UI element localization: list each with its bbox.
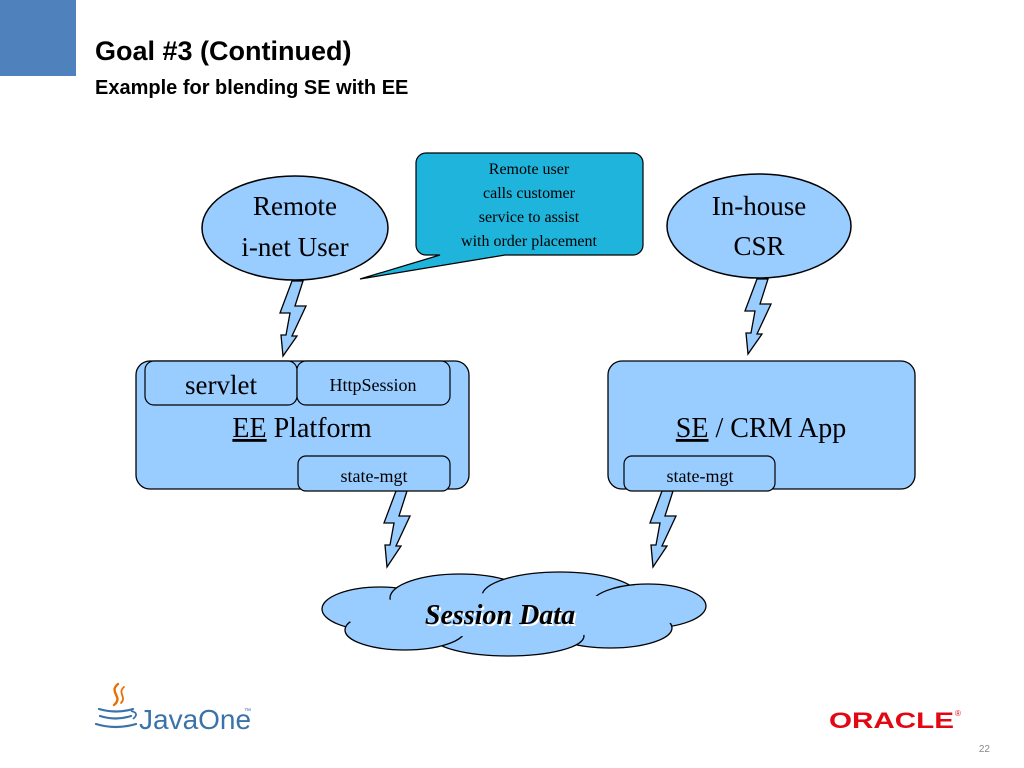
ee-state-mgt-label: state-mgt [341, 466, 408, 486]
se-crm-text: / CRM App [708, 413, 846, 444]
slide-title: Goal #3 (Continued) [95, 36, 352, 66]
session-data-shadow: Session Data [427, 602, 577, 633]
ee-acronym: EE [232, 413, 266, 444]
callout-bubble: Remote user calls customer service to as… [359, 152, 644, 280]
ee-platform-text: Platform [267, 413, 372, 444]
lightning-bolt-icon [383, 490, 412, 569]
se-crm-box: SE / CRM App state-mgt [607, 360, 916, 492]
callout-line4: with order placement [461, 233, 598, 250]
oracle-logo: ORACLE ® [829, 708, 961, 733]
slide-subtitle: Example for blending SE with EE [95, 77, 409, 99]
page-number: 22 [978, 744, 990, 755]
callout-line2: calls customer [483, 185, 576, 202]
remote-user-node: Remote i-net User [201, 175, 389, 281]
ee-state-mgt-box: state-mgt [297, 455, 451, 492]
lightning-bolt-icon [649, 490, 678, 569]
corner-accent [0, 0, 76, 76]
se-state-mgt-label: state-mgt [667, 466, 734, 486]
se-state-mgt-box: state-mgt [623, 455, 776, 492]
oracle-reg: ® [955, 709, 961, 718]
javaone-text: JavaOne [139, 704, 251, 735]
csr-line2: CSR [733, 231, 784, 261]
session-data-cloud: Session Data Session Data [321, 571, 707, 657]
lightning-bolt-icon [744, 278, 773, 356]
remote-user-line1: Remote [253, 191, 337, 221]
callout-line3: service to assist [479, 209, 580, 226]
ee-platform-label: EE Platform [232, 413, 371, 444]
inhouse-csr-node: In-house CSR [666, 173, 852, 279]
httpsession-box: HttpSession [296, 360, 451, 406]
session-data-label: Session Data [425, 600, 575, 631]
java-cup-icon [94, 682, 138, 729]
javaone-logo: JavaOne ™ [94, 682, 251, 735]
lightning-bolt-icon [279, 280, 308, 358]
se-crm-label: SE / CRM App [676, 413, 846, 444]
servlet-label: servlet [185, 370, 257, 400]
se-acronym: SE [676, 413, 709, 444]
javaone-tm: ™ [244, 708, 251, 715]
servlet-box: servlet [144, 360, 298, 406]
remote-user-line2: i-net User [241, 232, 348, 262]
ee-platform-box: servlet HttpSession EE Platform state-mg… [135, 360, 470, 492]
httpsession-label: HttpSession [329, 375, 416, 395]
oracle-text: ORACLE [829, 708, 954, 733]
callout-line1: Remote user [489, 161, 570, 178]
csr-line1: In-house [712, 191, 806, 221]
